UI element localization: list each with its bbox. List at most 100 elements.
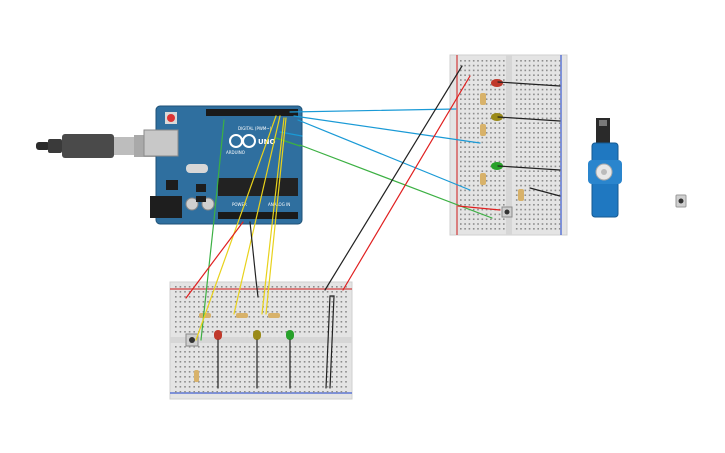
breadboard-hole	[464, 228, 466, 230]
breadboard-hole	[290, 371, 292, 373]
wire-black-4[interactable]	[497, 116, 561, 122]
wire-red-2[interactable]	[342, 75, 471, 291]
breadboard-hole	[472, 218, 475, 220]
pushbutton-standalone[interactable]	[675, 194, 687, 208]
breadboard-hole	[524, 127, 527, 129]
breadboard-hole	[494, 69, 496, 72]
breadboard-hole	[558, 228, 561, 230]
breadboard-bottom[interactable]	[169, 281, 353, 400]
breadboard-hole	[464, 175, 466, 177]
breadboard-hole	[175, 306, 177, 308]
breadboard-hole	[524, 122, 527, 124]
breadboard-hole	[550, 208, 552, 211]
breadboard-hole	[498, 98, 501, 100]
breadboard-hole	[528, 74, 531, 76]
led-red-right[interactable]	[491, 79, 503, 87]
breadboard-hole	[472, 88, 475, 91]
breadboard-hole	[317, 346, 320, 348]
breadboard-hole	[498, 122, 501, 124]
breadboard-hole	[485, 223, 488, 225]
breadboard-hole	[225, 311, 228, 313]
wire-yellow-3[interactable]	[261, 117, 285, 315]
breadboard-hole	[179, 286, 182, 288]
wire-yellow-1[interactable]	[195, 115, 277, 341]
resistor-right-2[interactable]	[480, 124, 486, 136]
wire-green-2[interactable]	[200, 119, 225, 341]
wire-black-6[interactable]	[529, 187, 561, 197]
breadboard-hole	[490, 184, 492, 187]
breadboard-hole	[515, 122, 518, 124]
breadboard-hole	[503, 79, 505, 81]
breadboard-hole	[188, 331, 191, 333]
breadboard-hole	[515, 60, 518, 62]
breadboard-hole	[253, 391, 255, 393]
breadboard-hole	[188, 386, 191, 388]
wire-black-5[interactable]	[497, 165, 561, 171]
breadboard-hole	[460, 88, 462, 91]
usb-cable[interactable]	[36, 134, 162, 158]
breadboard-hole	[294, 286, 297, 288]
breadboard-hole	[230, 366, 232, 368]
breadboard-hole	[299, 311, 301, 313]
breadboard-hole	[345, 361, 347, 363]
breadboard-hole	[541, 151, 544, 153]
breadboard-hole	[550, 160, 552, 163]
breadboard-hole	[193, 321, 195, 323]
pushbutton-bottom[interactable]	[185, 333, 199, 347]
breadboard-hole	[485, 175, 488, 177]
breadboard-hole	[481, 208, 484, 211]
wire-blue-2[interactable]	[293, 115, 481, 144]
breadboard-hole	[533, 74, 535, 76]
breadboard-hole	[207, 391, 209, 393]
breadboard-hole	[537, 146, 539, 148]
breadboard-hole	[294, 351, 297, 353]
breadboard-hole	[280, 386, 283, 388]
led-yellow-right[interactable]	[491, 113, 503, 121]
wire-black-1[interactable]	[249, 221, 259, 298]
breadboard-hole	[230, 361, 232, 363]
breadboard-hole	[550, 165, 552, 168]
breadboard-hole	[494, 213, 496, 216]
wire-blue-4[interactable]	[279, 131, 303, 137]
breadboard-hole	[207, 311, 209, 313]
breadboard-hole	[276, 366, 278, 368]
resistor-right-3[interactable]	[480, 173, 486, 185]
breadboard-right[interactable]	[449, 54, 568, 236]
wire-black-10[interactable]	[325, 295, 335, 389]
resistor-bottom-4[interactable]	[194, 370, 199, 382]
wire-red-1[interactable]	[185, 221, 244, 299]
breadboard-hole	[490, 199, 492, 201]
resistor-right-1[interactable]	[480, 93, 486, 105]
wire-green-3[interactable]	[275, 137, 301, 147]
breadboard-hole	[234, 311, 237, 313]
servo-motor[interactable]	[588, 118, 622, 218]
wire-black-2[interactable]	[324, 65, 463, 291]
led-green-bottom[interactable]	[286, 330, 294, 340]
resistor-bottom-2[interactable]	[236, 313, 248, 318]
breadboard-hole	[550, 180, 552, 182]
led-yellow-bottom[interactable]	[253, 330, 261, 340]
led-green-right[interactable]	[491, 162, 503, 170]
breadboard-hole	[490, 132, 492, 134]
arduino-uno-board[interactable]: ARDUINO UNO DIGITAL (PWM~) POWER ANALOG …	[143, 105, 303, 225]
breadboard-hole	[533, 127, 535, 129]
wire-blue-3[interactable]	[297, 119, 471, 191]
breadboard-hole	[515, 108, 518, 110]
led-red-bottom[interactable]	[214, 330, 222, 340]
breadboard-hole	[528, 165, 531, 168]
wire-yellow-4[interactable]	[265, 117, 287, 315]
resistor-right-4[interactable]	[518, 189, 524, 201]
breadboard-hole	[276, 331, 278, 333]
wire-red-3[interactable]	[457, 205, 501, 211]
breadboard-hole	[541, 117, 544, 120]
wire-yellow-2[interactable]	[233, 115, 281, 315]
breadboard-hole	[472, 175, 475, 177]
wire-black-3[interactable]	[497, 81, 561, 87]
breadboard-hole	[175, 316, 177, 318]
resistor-bottom-3[interactable]	[268, 313, 280, 318]
wire-blue-1[interactable]	[289, 108, 457, 113]
breadboard-hole	[533, 146, 535, 148]
pushbutton-right[interactable]	[501, 206, 513, 218]
breadboard-hole	[520, 103, 522, 105]
